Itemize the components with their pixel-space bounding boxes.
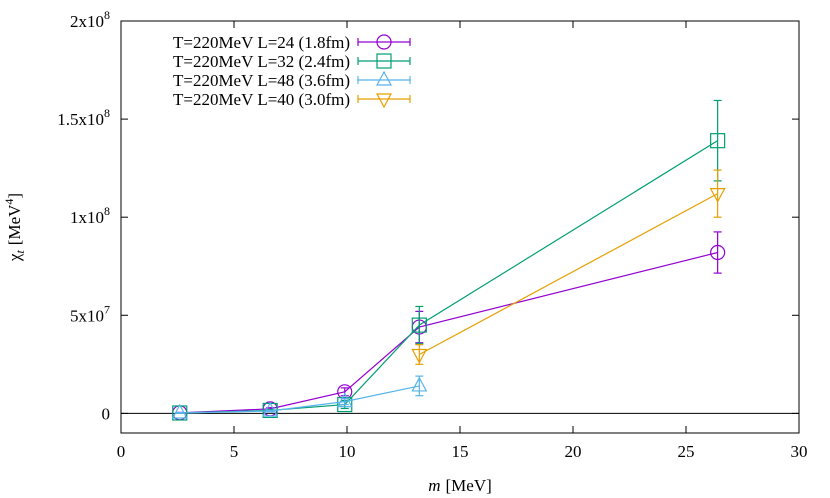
data-point <box>336 392 353 408</box>
plot-frame <box>120 20 800 434</box>
y-axis-sub: t <box>13 250 27 254</box>
data-point <box>710 133 726 149</box>
y-axis-unit-post: ] <box>5 193 24 199</box>
y-axis-title: χt [MeV4] <box>2 193 27 262</box>
y-tick-label-exp: 8 <box>104 204 110 218</box>
legend-item-3: T=220MeV L=40 (3.0fm) <box>173 90 411 109</box>
x-tick-label: 25 <box>678 442 695 461</box>
y-tick-label: 5x107 <box>70 302 110 325</box>
x-tick-label: 20 <box>565 442 582 461</box>
legend-marker <box>375 93 393 109</box>
legend-label: T=220MeV L=40 (3.0fm) <box>173 90 350 109</box>
x-tick-label: 0 <box>117 442 126 461</box>
series-1 <box>172 99 726 421</box>
legend-item-2: T=220MeV L=48 (3.6fm) <box>173 70 411 90</box>
legend-marker <box>376 53 392 69</box>
legend-item-1: T=220MeV L=32 (2.4fm) <box>173 52 411 71</box>
x-axis-unit: [MeV] <box>446 476 492 495</box>
y-tick-label-exp: 8 <box>104 106 110 120</box>
data-point <box>411 376 428 392</box>
series-2 <box>171 375 428 419</box>
y-tick-label-base: 0 <box>102 404 111 423</box>
legend-label: T=220MeV L=24 (1.8fm) <box>173 33 350 52</box>
series-layer <box>171 99 726 421</box>
legend-marker <box>375 70 393 86</box>
data-point <box>337 396 353 413</box>
legend: T=220MeV L=24 (1.8fm)T=220MeV L=32 (2.4f… <box>173 33 411 109</box>
data-point <box>710 244 726 261</box>
y-tick-label-exp: 7 <box>104 302 110 316</box>
y-tick-label-base: 1x10 <box>70 208 104 227</box>
y-tick-label: 0 <box>102 404 111 423</box>
y-axis-unit-sup: 4 <box>2 199 16 205</box>
series-0 <box>172 231 726 421</box>
x-axis-title: m [MeV] <box>428 476 492 495</box>
y-tick-label: 1x108 <box>70 204 110 227</box>
data-point <box>411 317 427 333</box>
data-point <box>709 188 726 203</box>
y-axis-var: χ <box>5 253 24 262</box>
series-line <box>419 193 718 356</box>
y-axis-unit-pre: [MeV <box>5 204 24 245</box>
x-tick-label: 10 <box>339 442 356 461</box>
series-line <box>179 385 420 414</box>
y-tick-label-base: 2x10 <box>70 12 104 31</box>
y-tick-label-base: 1.5x10 <box>57 110 104 129</box>
legend-item-0: T=220MeV L=24 (1.8fm) <box>173 33 411 52</box>
legend-label: T=220MeV L=32 (2.4fm) <box>173 52 350 71</box>
x-tick-label: 15 <box>452 442 469 461</box>
data-point <box>262 401 279 417</box>
x-tick-label: 30 <box>791 442 808 461</box>
data-point <box>171 403 188 419</box>
x-tick-label: 5 <box>230 442 239 461</box>
series-line <box>179 251 718 414</box>
data-point <box>411 348 428 364</box>
y-tick-label: 2x108 <box>70 8 110 31</box>
x-axis-var: m <box>428 476 440 495</box>
y-tick-label: 1.5x108 <box>57 106 110 129</box>
legend-marker <box>376 34 392 50</box>
y-tick-label-exp: 8 <box>104 8 110 22</box>
y-tick-label-base: 5x10 <box>70 306 104 325</box>
series-line <box>179 140 718 414</box>
legend-label: T=220MeV L=48 (3.6fm) <box>173 71 350 90</box>
series-3 <box>411 169 726 365</box>
